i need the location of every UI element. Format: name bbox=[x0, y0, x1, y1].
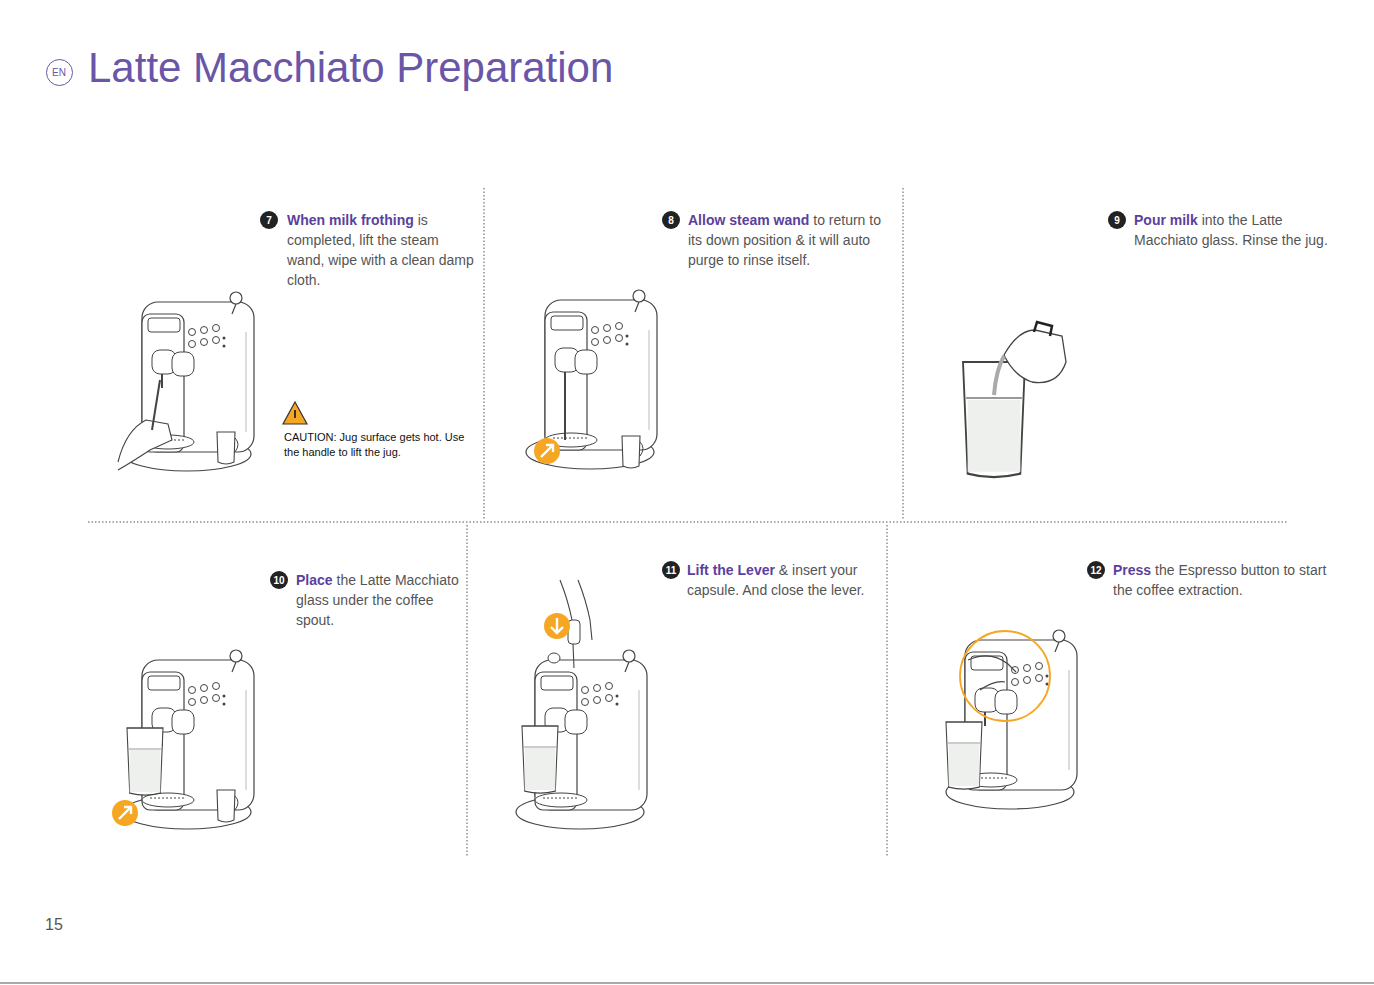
action-verb: Allow steam wand bbox=[688, 212, 809, 228]
step-instruction: Placethe Latte Macchiato glass under the… bbox=[296, 570, 464, 630]
step-number: 11 bbox=[662, 561, 680, 579]
page-title: Latte Macchiato Preparation bbox=[88, 44, 613, 92]
callout-number: 10 bbox=[273, 575, 284, 586]
step-number: 10 bbox=[270, 571, 288, 589]
callout-number: 9 bbox=[1114, 215, 1120, 226]
language-badge: EN bbox=[46, 59, 73, 86]
action-verb: Lift the Lever bbox=[687, 562, 775, 578]
page-number: 15 bbox=[45, 916, 63, 934]
step-number: 7 bbox=[260, 211, 278, 229]
step-instruction: Pour milkinto the Latte Macchiato glass.… bbox=[1134, 210, 1334, 250]
step-instruction: Lift the Lever& insert your capsule. And… bbox=[687, 560, 879, 600]
step-instruction: Allow steam wandto return to its down po… bbox=[688, 210, 893, 270]
step-number: 8 bbox=[662, 211, 680, 229]
callout-number: 8 bbox=[668, 215, 674, 226]
step-number: 12 bbox=[1087, 561, 1105, 579]
step-instruction: Pressthe Espresso button to start the co… bbox=[1113, 560, 1328, 600]
step-number: 9 bbox=[1108, 211, 1126, 229]
action-verb: Press bbox=[1113, 562, 1151, 578]
callout-number: 11 bbox=[666, 565, 677, 576]
callout-number: 12 bbox=[1090, 565, 1101, 576]
step-instruction: When milk frothingis completed, lift the… bbox=[287, 210, 477, 290]
action-verb: When milk frothing bbox=[287, 212, 414, 228]
caution-note: CAUTION: Jug surface gets hot. Use the h… bbox=[284, 430, 479, 460]
language-code: EN bbox=[52, 67, 66, 78]
callout-number: 7 bbox=[266, 215, 272, 226]
action-verb: Place bbox=[296, 572, 333, 588]
action-verb: Pour milk bbox=[1134, 212, 1198, 228]
